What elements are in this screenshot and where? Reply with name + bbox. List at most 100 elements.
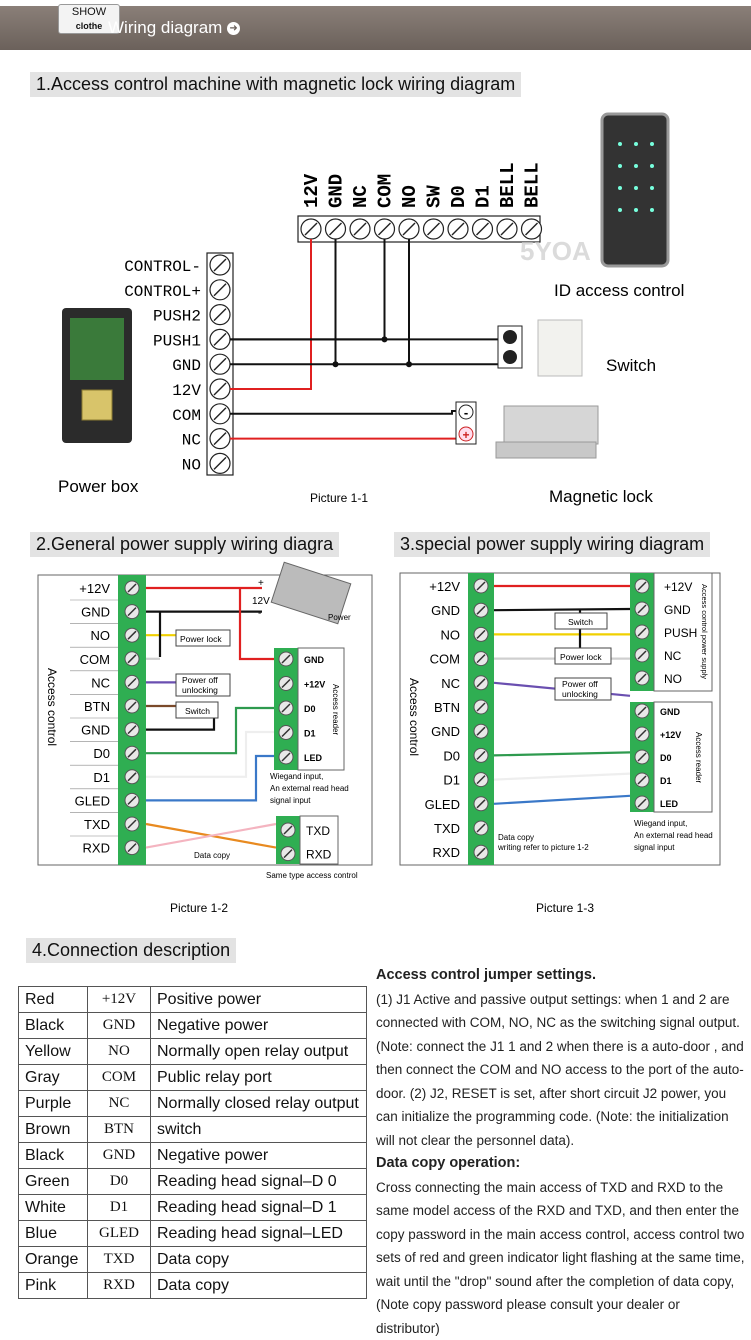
diagram2-side-label: Access control: [45, 668, 59, 746]
magnetic-lock-plate: [496, 442, 596, 458]
d2-unlocking-label: unlocking: [182, 685, 218, 695]
top-terminal-label: 12V: [301, 173, 323, 208]
d3-terminal-label: D1: [443, 773, 460, 788]
jumper-title: Access control jumper settings.: [376, 964, 746, 988]
d3-terminal-label: +12V: [429, 579, 460, 594]
description-cell: Reading head signal–D 0: [151, 1169, 367, 1195]
d3-wire-gnd: [494, 609, 630, 610]
terminal-cell: COM: [88, 1065, 151, 1091]
switch-device: [538, 320, 582, 376]
wire-color-cell: Black: [19, 1013, 88, 1039]
keypad-key: [650, 142, 654, 146]
d2-switch-label: Switch: [185, 706, 210, 716]
keypad-key: [650, 208, 654, 212]
d2-reader-label: D1: [304, 729, 316, 739]
section3-title: 3.special power supply wiring diagram: [394, 532, 710, 557]
junction: [382, 336, 388, 342]
top-terminal-label: SW: [424, 185, 446, 208]
side-terminal-label: NC: [182, 432, 201, 450]
wire-12v: [230, 239, 311, 389]
side-terminal-label: CONTROL+: [124, 283, 201, 301]
terminal-cell: D0: [88, 1169, 151, 1195]
d3-terminal-label: TXD: [434, 821, 460, 836]
picture-1-1-label: Picture 1-1: [310, 491, 368, 505]
d3-supply-label: GND: [664, 603, 691, 617]
d3-switch-label: Switch: [568, 617, 593, 627]
terminal-cell: NC: [88, 1091, 151, 1117]
wire-color-cell: Purple: [19, 1091, 88, 1117]
d3-terminal-label: COM: [430, 652, 460, 667]
top-terminal-label: NC: [350, 185, 372, 208]
d3-copy-2: writing refer to picture 1-2: [497, 843, 589, 852]
keypad-key: [650, 186, 654, 190]
d3-terminal-label: GLED: [425, 797, 460, 812]
top-terminal-label: D0: [448, 185, 470, 208]
side-terminal-label: GND: [172, 357, 201, 375]
d3-terminal-label: BTN: [434, 700, 460, 715]
wire-color-cell: Blue: [19, 1221, 88, 1247]
d2-wiegand-3: signal input: [270, 796, 311, 805]
d3-supply-label: NC: [664, 649, 682, 663]
d2-terminal-label: BTN: [84, 699, 110, 714]
d3-supply-side-label: Access control power supply: [700, 584, 709, 679]
keypad-key: [618, 164, 622, 168]
d2-terminal-label: D1: [93, 770, 110, 785]
d3-terminal-label: D0: [443, 748, 460, 763]
d2-same-type-label: Same type access control: [266, 871, 358, 880]
d3-terminal-label: GND: [431, 603, 460, 618]
access-device-body: [602, 114, 668, 266]
description-cell: Reading head signal–LED: [151, 1221, 367, 1247]
picture-1-2-label: Picture 1-2: [170, 901, 228, 915]
keypad-key: [650, 164, 654, 168]
power-box-device: [62, 308, 132, 443]
copy-text: Cross connecting the main access of TXD …: [376, 1176, 746, 1340]
terminal-cell: GND: [88, 1143, 151, 1169]
top-terminal-label: BELL: [497, 162, 519, 208]
d2-reader-label: +12V: [304, 680, 325, 690]
d2-copy-label: TXD: [306, 824, 330, 838]
d3-reader-label: +12V: [660, 730, 681, 740]
lock-plus-sign: +: [462, 428, 469, 442]
id-access-label: ID access control: [554, 281, 684, 300]
d3-terminal-label: GND: [431, 724, 460, 739]
side-terminal-label: 12V: [172, 382, 201, 400]
description-cell: Data copy: [151, 1273, 367, 1299]
banner-title-text: Wiring diagram: [108, 18, 222, 37]
notes-panel: Access control jumper settings. (1) J1 A…: [376, 964, 746, 1340]
show-tab-label: SHOW: [59, 5, 119, 19]
keypad-key: [634, 164, 638, 168]
wire-lock-minus: [230, 411, 458, 414]
d3-power-off-label: Power off: [562, 679, 598, 689]
terminal-cell: RXD: [88, 1273, 151, 1299]
keypad-key: [618, 142, 622, 146]
switch-pin: [503, 350, 517, 364]
d3-terminal-label: NO: [441, 627, 461, 642]
junction: [333, 361, 339, 367]
d3-reader-label: D0: [660, 753, 672, 763]
keypad-key: [618, 186, 622, 190]
section4-title: 4.Connection description: [26, 938, 236, 963]
switch-label: Switch: [606, 356, 656, 375]
d2-power-lock-label: Power lock: [180, 634, 222, 644]
description-cell: Reading head signal–D 1: [151, 1195, 367, 1221]
d2-terminal-label: TXD: [84, 817, 110, 832]
d2-terminal-label: COM: [80, 652, 110, 667]
d2-power-off-label: Power off: [182, 675, 218, 685]
keypad-key: [618, 208, 622, 212]
d3-supply-label: +12V: [664, 580, 692, 594]
d3-power-lock-label: Power lock: [560, 652, 602, 662]
terminal-cell: GLED: [88, 1221, 151, 1247]
d3-terminal-label: RXD: [433, 845, 460, 860]
d3-reader-label: LED: [660, 799, 679, 809]
watermark-logo: 5YOA: [520, 236, 591, 266]
